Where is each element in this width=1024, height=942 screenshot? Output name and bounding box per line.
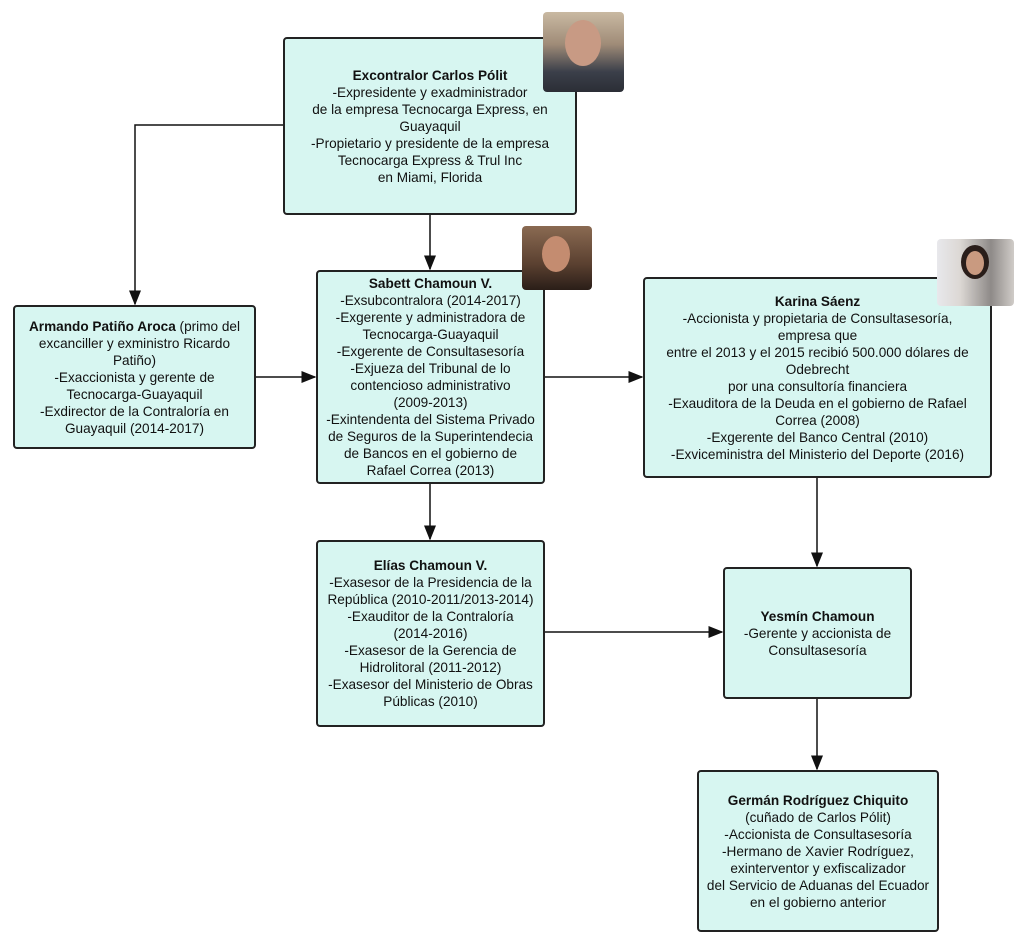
node-text: -Gerente y accionista de Consultasesoría bbox=[743, 625, 892, 658]
node-text: (primo del excanciller y exministro Rica… bbox=[38, 318, 240, 436]
node-text: (cuñado de Carlos Pólit) -Accionista de … bbox=[706, 809, 930, 910]
node-name: Elías Chamoun V. bbox=[373, 558, 488, 573]
carlos-polit-photo bbox=[543, 12, 624, 92]
node-name: Armando Patiño Aroca bbox=[28, 318, 176, 334]
node-elias-chamoun: Elías Chamoun V. -Exasesor de la Preside… bbox=[316, 540, 545, 727]
node-text: -Accionista y propietaria de Consultases… bbox=[666, 310, 969, 462]
node-text: -Exasesor de la Presidencia de la Repúbl… bbox=[327, 575, 534, 709]
node-name: Yesmín Chamoun bbox=[760, 608, 875, 624]
node-yesmin-chamoun: Yesmín Chamoun -Gerente y accionista de … bbox=[723, 567, 912, 699]
node-carlos-polit: Excontralor Carlos Pólit -Expresidente y… bbox=[283, 37, 577, 215]
karina-saenz-photo bbox=[937, 239, 1014, 306]
node-name: Sabett Chamoun V. bbox=[368, 276, 493, 291]
sabett-chamoun-photo bbox=[522, 226, 592, 290]
node-text: -Expresidente y exadministrador de la em… bbox=[310, 84, 550, 185]
node-name: Germán Rodríguez Chiquito bbox=[727, 792, 909, 808]
node-name: Excontralor Carlos Pólit bbox=[352, 67, 508, 83]
node-sabett-chamoun: Sabett Chamoun V. -Exsubcontralora (2014… bbox=[316, 270, 545, 484]
arrow-polit-armando bbox=[129, 124, 283, 306]
node-german-rodriguez: Germán Rodríguez Chiquito (cuñado de Car… bbox=[697, 770, 939, 932]
node-armando-patino: Armando Patiño Aroca (primo del excancil… bbox=[13, 305, 256, 449]
node-text: -Exsubcontralora (2014-2017) -Exgerente … bbox=[326, 293, 535, 478]
node-name: Karina Sáenz bbox=[774, 293, 861, 309]
node-karina-saenz: Karina Sáenz -Accionista y propietaria d… bbox=[643, 277, 992, 478]
